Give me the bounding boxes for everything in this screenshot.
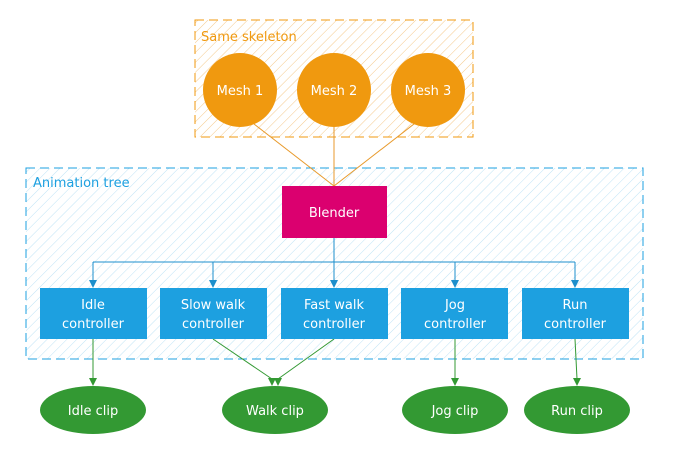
controller-nodes: Idle controller Slow walk controller Fas…: [40, 288, 629, 339]
edge-controller-to-clip: [212, 338, 273, 380]
controller-label-line2: controller: [544, 317, 607, 332]
blender-box: [282, 186, 387, 238]
clip-nodes: Idle clip Walk clip Jog clip Run clip: [40, 386, 630, 434]
controller-label-line1: Run: [563, 298, 588, 313]
controller-node[interactable]: Slow walk controller: [160, 288, 267, 339]
mesh-label: Mesh 2: [311, 84, 358, 99]
arrow-head-icon: [268, 378, 276, 386]
controller-label-line2: controller: [303, 317, 366, 332]
controller-label-line2: controller: [424, 317, 487, 332]
controller-label-line1: Fast walk: [304, 298, 364, 313]
clip-node[interactable]: Jog clip: [402, 386, 508, 434]
mesh-node[interactable]: Mesh 3: [391, 53, 465, 127]
clip-node[interactable]: Idle clip: [40, 386, 146, 434]
mesh-node[interactable]: Mesh 2: [297, 53, 371, 127]
mesh-circle: [391, 53, 465, 127]
controller-box: [160, 288, 267, 339]
arrow-head-icon: [330, 280, 338, 288]
arrow-head-icon: [571, 280, 579, 288]
clip-label: Walk clip: [246, 404, 304, 419]
clip-ellipse: [40, 386, 146, 434]
blender-label: Blender: [309, 206, 360, 221]
controller-label-line1: Slow walk: [181, 298, 246, 313]
edge-mesh-to-blender: [253, 123, 335, 187]
edge-mesh-to-blender: [333, 123, 415, 187]
controller-box: [522, 288, 629, 339]
skeleton-group-label: Same skeleton: [201, 30, 297, 45]
clip-label: Jog clip: [431, 404, 479, 419]
clip-node[interactable]: Walk clip: [222, 386, 328, 434]
mesh-circle: [297, 53, 371, 127]
controller-node[interactable]: Jog controller: [401, 288, 508, 339]
arrow-head-icon: [209, 280, 217, 288]
controller-node[interactable]: Fast walk controller: [281, 288, 388, 339]
clip-node[interactable]: Run clip: [524, 386, 630, 434]
controller-label-line2: controller: [182, 317, 245, 332]
controller-label-line2: controller: [62, 317, 125, 332]
edge-controller-to-clip: [574, 338, 578, 380]
arrow-head-icon: [573, 378, 581, 386]
controller-node[interactable]: Idle controller: [40, 288, 147, 339]
mesh-node[interactable]: Mesh 1: [203, 53, 277, 127]
arrow-head-icon: [89, 378, 97, 386]
clip-ellipse: [524, 386, 630, 434]
arrow-head-icon: [451, 280, 459, 288]
controller-box: [401, 288, 508, 339]
blender-node[interactable]: Blender: [282, 186, 387, 238]
tree-group-label: Animation tree: [33, 176, 130, 191]
edge-controller-to-clip: [277, 338, 335, 380]
controller-box: [281, 288, 388, 339]
controller-box: [40, 288, 147, 339]
controller-label-line1: Jog: [444, 298, 465, 313]
edges: [89, 123, 581, 386]
arrow-head-icon: [89, 280, 97, 288]
clip-ellipse: [402, 386, 508, 434]
arrow-head-icon: [451, 378, 459, 386]
mesh-label: Mesh 1: [217, 84, 264, 99]
mesh-nodes: Mesh 1 Mesh 2 Mesh 3: [203, 53, 465, 127]
mesh-label: Mesh 3: [405, 84, 452, 99]
arrow-head-icon: [274, 378, 282, 386]
clip-label: Run clip: [551, 404, 603, 419]
mesh-circle: [203, 53, 277, 127]
clip-label: Idle clip: [68, 404, 118, 419]
clip-ellipse: [222, 386, 328, 434]
controller-label-line1: Idle: [81, 298, 105, 313]
controller-node[interactable]: Run controller: [522, 288, 629, 339]
